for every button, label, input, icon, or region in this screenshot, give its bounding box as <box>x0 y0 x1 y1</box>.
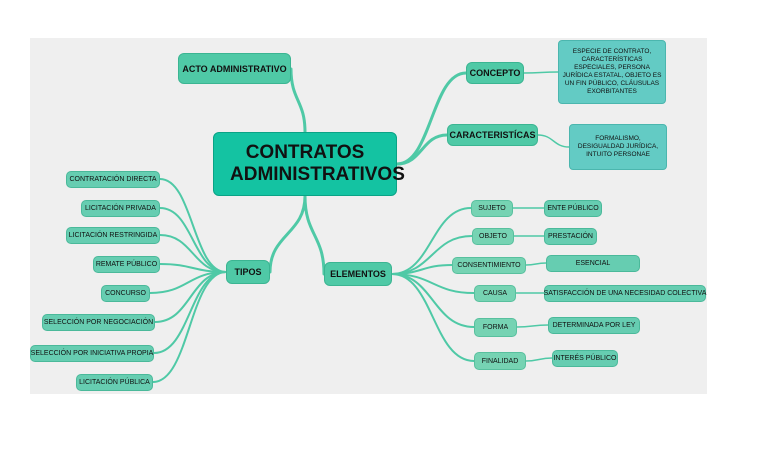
acto-administrativo-node: ACTO ADMINISTRATIVO <box>178 53 291 84</box>
connector-line <box>159 178 227 273</box>
connector-line <box>395 71 468 166</box>
tipos-label: TIPOS <box>234 267 262 277</box>
acto-administrativo-label: ACTO ADMINISTRATIVO <box>182 63 287 74</box>
concepto-note-text: ESPECIE DE CONTRATO, CARACTERÍSTICAS ESP… <box>562 48 662 95</box>
root-node: CONTRATOS ADMINISTRATIVOS <box>213 132 405 196</box>
mind-map-canvas: CONTRATOS ADMINISTRATIVOS ACTO ADMINISTR… <box>30 38 707 394</box>
elemento-value: DETERMINADA POR LEY <box>548 317 640 334</box>
concepto-node: CONCEPTO <box>466 62 524 84</box>
connector-line <box>525 262 547 266</box>
root-title: CONTRATOS ADMINISTRATIVOS <box>230 142 405 185</box>
connector-lines <box>149 67 570 383</box>
caracteristicas-note-text: FORMALISMO, DESIGUALDAD JURÍDICA, INTUIT… <box>577 135 659 158</box>
tipo-item: LICITACIÓN PRIVADA <box>81 200 160 217</box>
connector-line <box>149 271 227 294</box>
connector-line <box>303 194 326 276</box>
elemento-name: SUJETO <box>471 200 513 217</box>
tipo-item: SELECCIÓN POR NEGOCIACIÓN <box>42 314 155 331</box>
connector-line <box>523 71 559 74</box>
concepto-note: ESPECIE DE CONTRATO, CARACTERÍSTICAS ESP… <box>558 40 666 104</box>
caracteristicas-label: CARACTERISTÍCAS <box>449 130 536 140</box>
tipo-item: REMATE PÚBLICO <box>93 256 160 273</box>
elementos-node: ELEMENTOS <box>324 262 392 286</box>
connector-line <box>159 207 227 273</box>
connector-line <box>391 273 475 362</box>
connector-line <box>516 324 549 328</box>
elemento-value: PRESTACIÓN <box>544 228 597 245</box>
tipo-item: LICITACIÓN RESTRINGIDA <box>66 227 160 244</box>
tipo-item: CONTRATACIÓN DIRECTA <box>66 171 160 188</box>
connector-line <box>152 271 227 383</box>
tipo-item: SELECCIÓN POR INICIATIVA PROPIA <box>30 345 154 362</box>
connector-line <box>289 67 307 134</box>
elemento-name: FINALIDAD <box>474 352 526 370</box>
elementos-label: ELEMENTOS <box>330 269 386 279</box>
concepto-label: CONCEPTO <box>469 68 521 78</box>
elemento-value: ENTE PÚBLICO <box>544 200 602 217</box>
tipos-node: TIPOS <box>226 260 270 284</box>
connector-line <box>391 264 453 275</box>
elemento-name: OBJETO <box>472 228 514 245</box>
connector-line <box>525 357 553 362</box>
connector-line <box>391 207 472 275</box>
caracteristicas-note: FORMALISMO, DESIGUALDAD JURÍDICA, INTUIT… <box>569 124 667 170</box>
connector-line <box>153 271 227 354</box>
connector-line <box>268 194 307 274</box>
elemento-name: FORMA <box>474 318 517 337</box>
tipo-item: CONCURSO <box>101 285 150 302</box>
connector-line <box>537 134 570 148</box>
connector-line <box>154 271 227 323</box>
caracteristicas-node: CARACTERISTÍCAS <box>447 124 538 146</box>
elemento-value: SATISFACCIÓN DE UNA NECESIDAD COLECTIVA <box>544 285 706 302</box>
elemento-value: INTERÉS PÚBLICO <box>552 350 618 367</box>
elemento-value: ESENCIAL <box>546 255 640 272</box>
elemento-name: CAUSA <box>474 285 516 302</box>
connector-line <box>395 133 449 166</box>
elemento-name: CONSENTIMIENTO <box>452 257 526 274</box>
tipo-item: LICITACIÓN PÚBLICA <box>76 374 153 391</box>
